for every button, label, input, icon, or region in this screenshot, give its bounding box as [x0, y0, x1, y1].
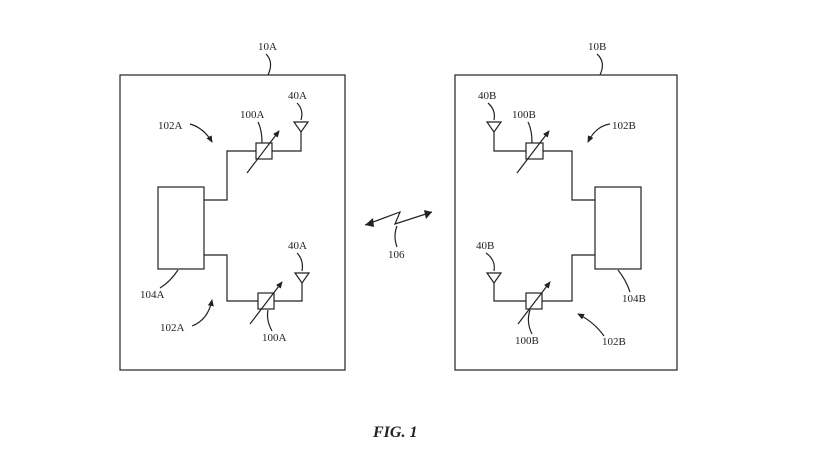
feed-line-bottom-a: [204, 254, 258, 302]
device-a-leader: [265, 53, 272, 76]
device-b-label: 10B: [588, 41, 606, 53]
antenna-line-bottom-a: [274, 283, 303, 302]
control-arrow-top-b: [516, 130, 550, 174]
antenna-line-bottom-b: [493, 283, 526, 302]
control-arrow-bottom-a: [249, 281, 283, 325]
wireless-link-106-leader: [394, 225, 398, 248]
front-end-102a-top-leader: [189, 123, 213, 143]
phase-shifter-100a-bottom-leader: [266, 309, 273, 332]
feed-line-top-a: [204, 150, 256, 201]
phase-shifter-100a-top-label: 100A: [240, 109, 265, 121]
antenna-40b-bottom-leader: [485, 252, 495, 272]
figure-caption: FIG. 1: [372, 424, 417, 441]
device-a-label: 10A: [258, 41, 277, 53]
device-a-housing: [119, 74, 346, 371]
antenna-40b-top-leader: [487, 102, 495, 121]
antenna-40a-bottom-leader: [296, 252, 304, 272]
wireless-link: 106: [364, 210, 433, 261]
phase-shifter-100a-top-leader: [257, 121, 263, 144]
antenna-40b-bottom-label: 40B: [476, 240, 494, 252]
device-b-leader: [596, 53, 603, 76]
phase-shifter-100b-bottom-leader: [527, 309, 533, 335]
antenna-line-top-a: [272, 132, 302, 152]
antenna-line-top-b: [493, 132, 526, 152]
transceiver-104b-label: 104B: [622, 293, 646, 305]
antenna-40a-bottom-label: 40A: [288, 240, 307, 252]
front-end-102a-bottom-leader: [191, 299, 214, 327]
transceiver-104b-leader: [617, 269, 631, 293]
antenna-40b-top-label: 40B: [478, 90, 496, 102]
phase-shifter-100b-bottom-label: 100B: [515, 335, 539, 347]
transceiver-104a-label: 104A: [140, 289, 165, 301]
transceiver-104b: [594, 186, 642, 270]
front-end-102b-bottom-leader: [577, 313, 605, 337]
antenna-40b-top: [485, 121, 503, 134]
control-arrow-bottom-b: [517, 281, 551, 325]
antenna-40a-bottom: [293, 272, 311, 285]
control-arrow-top-a: [246, 130, 280, 174]
antenna-40a-top-leader: [296, 102, 303, 121]
wireless-link-arrow-right: [424, 210, 432, 219]
feed-line-bottom-b: [542, 254, 595, 302]
front-end-102b-top-leader: [587, 123, 611, 143]
phase-shifter-100b-top-label: 100B: [512, 109, 536, 121]
front-end-102b-top-label: 102B: [612, 120, 636, 132]
wireless-link-106: [364, 210, 433, 226]
wireless-link-arrow-left: [365, 218, 374, 227]
front-end-102a-top-label: 102A: [158, 120, 183, 132]
front-end-102a-bottom-label: 102A: [160, 322, 185, 334]
antenna-40a-top: [292, 121, 310, 134]
transceiver-104a-leader: [159, 269, 179, 289]
device-b-housing: [454, 74, 678, 371]
wireless-link-106-label: 106: [388, 249, 405, 261]
front-end-102b-bottom-label: 102B: [602, 336, 626, 348]
feed-line-top-b: [543, 150, 595, 201]
transceiver-104a: [157, 186, 205, 270]
phase-shifter-100a-bottom-label: 100A: [262, 332, 287, 344]
phase-shifter-100b-top-leader: [527, 121, 533, 144]
device-a: 10A 104A 100A 40A 102A 100A 40A 102A: [119, 41, 346, 371]
antenna-40b-bottom: [485, 272, 503, 285]
device-b: 10B 104B 100B 40B 102B 100B 40B 102B: [454, 41, 678, 371]
antenna-40a-top-label: 40A: [288, 90, 307, 102]
